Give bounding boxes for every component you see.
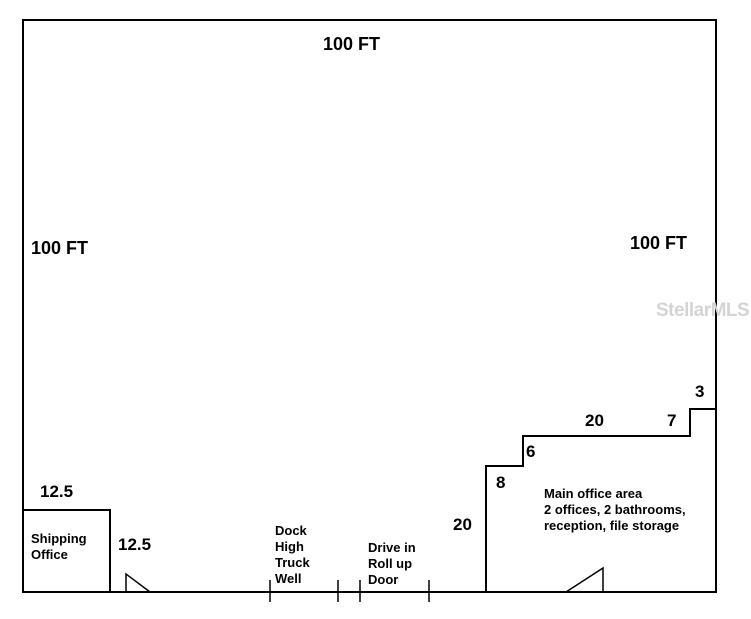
shipping-width-label: 12.5 [40, 482, 74, 501]
office-left-dimension: 20 [453, 515, 472, 534]
dock-line-3: Truck [275, 555, 310, 570]
right-dimension-label: 100 FT [630, 233, 688, 253]
dock-label: Dock High Truck Well [275, 523, 310, 587]
office-step-3-dimension: 7 [667, 411, 677, 430]
dock-line-2: High [275, 539, 304, 554]
main-office-door-swing [565, 566, 604, 593]
shipping-door-swing [125, 572, 151, 593]
top-dimension-label: 100 FT [323, 34, 381, 54]
drive-in-line-1: Drive in [368, 540, 416, 555]
drive-in-line-3: Door [368, 572, 399, 587]
main-office-label: Main office area 2 offices, 2 bathrooms,… [544, 486, 686, 534]
main-office-line-2: 2 offices, 2 bathrooms, [544, 502, 686, 517]
office-step-1-dimension: 8 [496, 473, 506, 492]
main-office-line-3: reception, file storage [544, 518, 680, 533]
office-step-2-dimension: 6 [526, 442, 536, 461]
left-dimension-label: 100 FT [31, 238, 89, 258]
shipping-depth-label: 12.5 [118, 535, 152, 554]
watermark-logo: StellarMLS [656, 300, 750, 321]
shipping-office-walls [23, 509, 111, 592]
shipping-office-line-2: Office [31, 547, 68, 562]
main-office-line-1: Main office area [544, 486, 643, 501]
drive-in-line-2: Roll up [368, 556, 413, 571]
office-step-4-dimension: 3 [695, 382, 705, 401]
shipping-office-label: Shipping Office [31, 531, 87, 563]
building-outline [22, 19, 717, 593]
main-office-walls [485, 408, 716, 592]
dock-line-4: Well [275, 571, 302, 586]
drive-in-door-label: Drive in Roll up Door [368, 540, 416, 588]
dock-line-1: Dock [275, 523, 307, 538]
office-top-dimension: 20 [585, 411, 604, 430]
shipping-office-line-1: Shipping [31, 531, 87, 546]
